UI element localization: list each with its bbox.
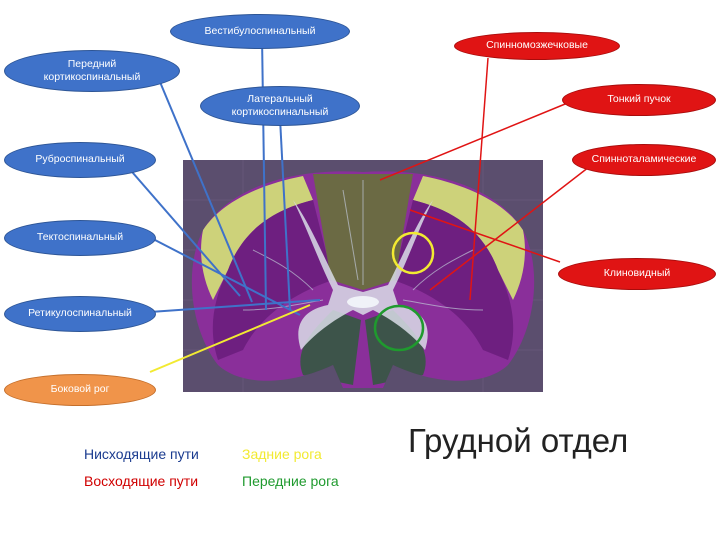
label-gracile: Тонкий пучок bbox=[562, 84, 716, 116]
label-spinothalamic: Спинноталамические bbox=[572, 144, 716, 176]
label-spinocerebellar: Спинномозжечковые bbox=[454, 32, 620, 60]
label-anterior-corticospinal: Передний кортикоспинальный bbox=[4, 50, 180, 92]
label-reticulospinal: Ретикулоспинальный bbox=[4, 296, 156, 332]
label-lateral-corticospinal: Латеральный кортикоспинальный bbox=[200, 86, 360, 126]
legend-descending: Нисходящие пути bbox=[84, 446, 199, 462]
legend-anterior-horns: Передние рога bbox=[242, 473, 339, 489]
diagram-title: Грудной отдел bbox=[408, 422, 629, 459]
label-lateral-horn: Боковой рог bbox=[4, 374, 156, 406]
label-vestibulospinal: Вестибулоспинальный bbox=[170, 14, 350, 49]
label-cuneate: Клиновидный bbox=[558, 258, 716, 290]
label-rubrospinal: Руброспинальный bbox=[4, 142, 156, 178]
legend-posterior-horns: Задние рога bbox=[242, 446, 322, 462]
label-tectospinal: Тектоспинальный bbox=[4, 220, 156, 256]
anterior-horn-marker bbox=[373, 304, 425, 352]
legend-ascending: Восходящие пути bbox=[84, 473, 199, 489]
posterior-horn-marker bbox=[391, 231, 435, 275]
